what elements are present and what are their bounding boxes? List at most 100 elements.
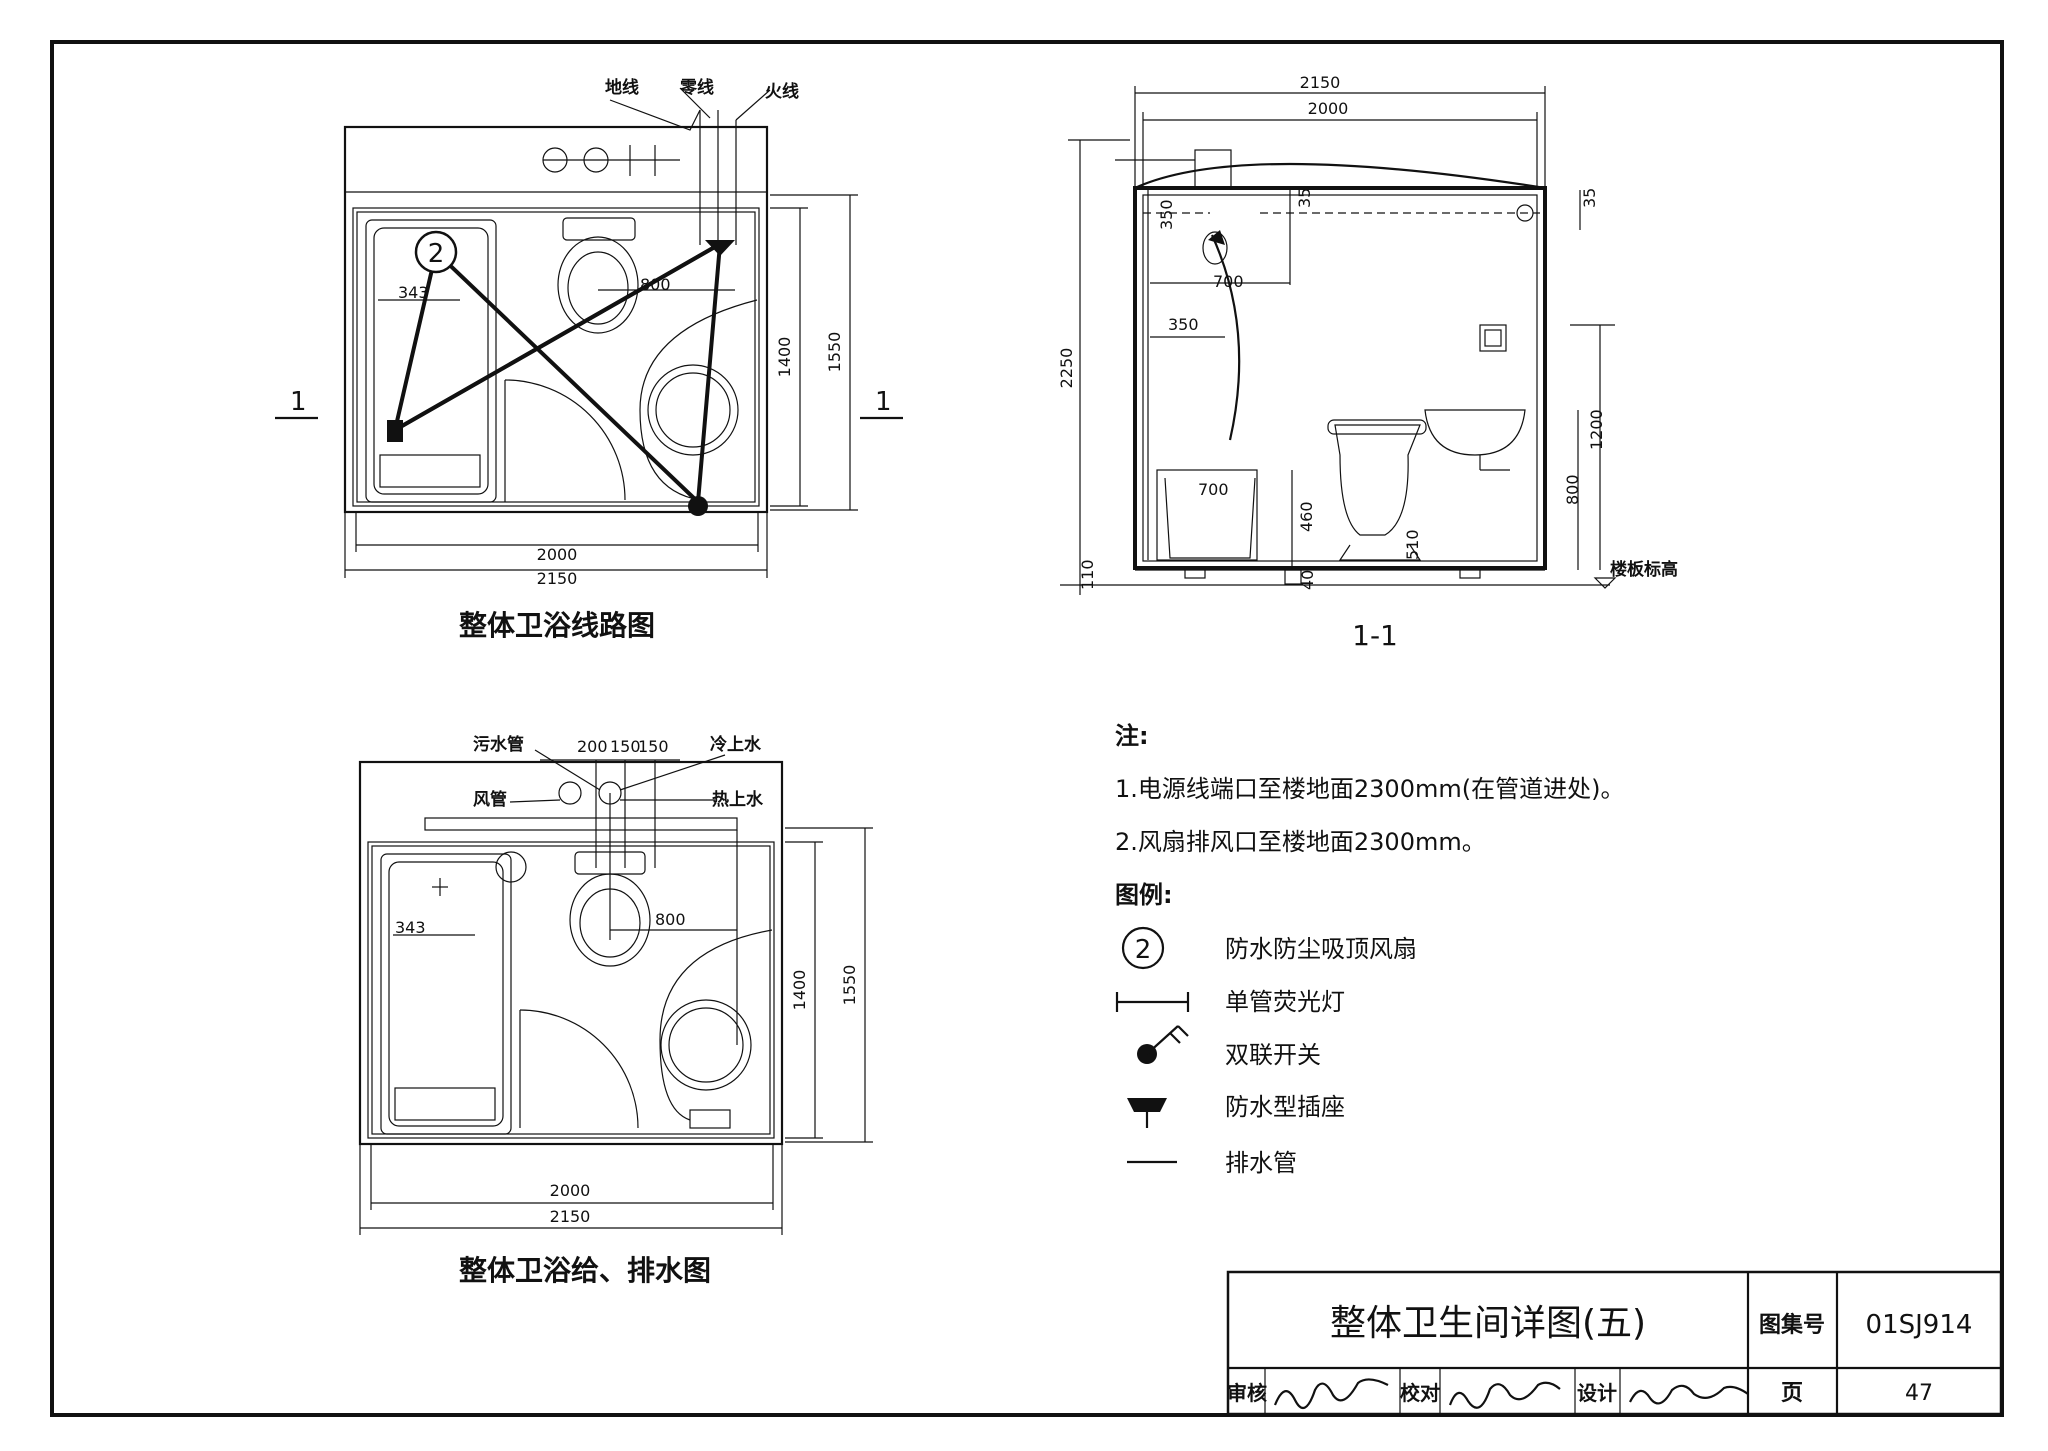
dim-section-width-outer: 2150 [1300,73,1341,92]
notes-title: 注: [1115,722,1149,750]
label-hot-water: 热上水 [712,789,764,810]
dim-40: 40 [1298,570,1317,590]
wiring-plan-outer-wall [343,125,769,514]
dim-basin-offset: 800 [640,275,671,294]
water-plan-basin [660,999,752,1091]
socket-box [1479,324,1507,352]
legend-item-fan: 防水防尘吸顶风扇 [1225,935,1417,963]
dim-460: 460 [1297,501,1316,532]
review-label: 审核 [1227,1381,1267,1405]
label-cold-water: 冷上水 [710,734,762,755]
legend-title: 图例: [1115,881,1173,909]
legend-item-socket: 防水型插座 [1225,1093,1345,1121]
shower-hose [1210,234,1241,441]
water-plan: 污水管 冷上水 风管 热上水 200 150 150 343 800 2000 … [358,734,873,1287]
design-label: 设计 [1577,1381,1617,1405]
dim-height-outer: 1550 [825,332,844,373]
note-item-1: 1.电源线端口至楼地面2300mm(在管道进处)。 [1115,775,1624,803]
pipe-circle-icon [558,781,582,805]
section-bathtub [1156,469,1258,561]
dim-water-tub-offset: 343 [395,918,426,937]
dim-200: 200 [577,737,608,756]
page-number: 47 [1905,1381,1933,1406]
water-plan-outer-wall [358,760,784,1146]
toilet-tank [562,217,636,241]
note-item-2: 2.风扇排风口至楼地面2300mm。 [1115,828,1486,856]
label-vent-pipe: 风管 [473,789,507,810]
water-plan-caption: 整体卫浴给、排水图 [459,1254,711,1287]
legend-block: 图例: 2 防水防尘吸顶风扇 单管荧光灯 双联开关 防水型插座 排水管 [1115,881,1417,1177]
water-plan-toilet-bowl [569,873,651,967]
dim-510: 510 [1403,529,1422,560]
atlas-label: 图集号 [1759,1312,1825,1338]
section-basin [1424,409,1526,456]
label-ground: 地线 [605,77,639,98]
legend-item-lamp: 单管荧光灯 [1225,988,1345,1016]
section-view: 2150 2000 2250 35 35 350 700 350 1200 80… [1057,73,1678,652]
wiring-plan-caption: 整体卫浴线路图 [459,609,655,642]
svg-text:2: 2 [428,239,445,269]
bathtub [365,219,497,503]
section-toilet [1334,424,1421,536]
dim-water-width-outer: 2150 [550,1207,591,1226]
supply-pipe-bar [424,817,738,831]
section-caption: 1-1 [1352,619,1398,652]
check-label: 校对 [1400,1381,1440,1405]
dim-110: 110 [1078,559,1097,590]
svg-text:1: 1 [290,387,307,417]
dim-150-a: 150 [610,737,641,756]
svg-text:1: 1 [875,387,892,417]
designer-signature [1629,1384,1749,1405]
dim-section-height: 2250 [1057,348,1076,389]
switch-symbol [688,496,708,516]
atlas-number: 01SJ914 [1866,1310,1973,1340]
dim-800: 800 [1563,474,1582,505]
fan-symbol [414,230,458,274]
roof-curve [1134,162,1546,190]
water-plan-door-swing [519,1009,639,1129]
dim-section-width-inner: 2000 [1308,99,1349,118]
dim-150-b: 150 [638,737,669,756]
svg-text:2: 2 [1135,935,1152,965]
wiring-plan: 地线 零线 火线 2 343 800 2000 2150 1400 1550 1… [275,77,903,642]
floor-level-label: 楼板标高 [1610,559,1678,580]
water-plan-bathtub [380,853,512,1135]
page-label: 页 [1781,1381,1803,1406]
dim-water-height-inner: 1400 [790,970,809,1011]
socket-symbol [705,240,735,256]
wiring-plan-inner-wall [352,207,760,507]
water-plan-inner-wall [367,841,775,1139]
wash-basin [647,364,739,456]
dim-height-inner: 1400 [775,337,794,378]
label-neutral: 零线 [679,77,714,98]
section-outer-wall [1133,186,1547,570]
waterproof-socket-icon [1127,1098,1167,1112]
label-sewage-pipe: 污水管 [473,734,524,755]
door-swing [504,379,626,501]
sheet-border [50,40,2004,1417]
dim-35-left: 35 [1295,188,1314,208]
toilet-bowl [557,236,639,334]
legend-item-drain: 排水管 [1225,1149,1297,1177]
dim-700-tub: 700 [1198,480,1229,499]
dim-350-top: 350 [1157,199,1176,230]
dim-width-outer: 2150 [537,569,578,588]
checker-signature [1448,1381,1561,1409]
dim-water-width-inner: 2000 [550,1181,591,1200]
drawing-title: 整体卫生间详图(五) [1330,1303,1646,1344]
dim-1200: 1200 [1587,409,1606,450]
dim-water-basin-offset: 800 [655,910,686,929]
lamp-end-symbol [387,420,403,442]
vent-duct [1194,149,1232,189]
title-block: 整体卫生间详图(五) 图集号 01SJ914 审核 校对 设计 页 47 [1226,1270,2003,1416]
legend-item-switch: 双联开关 [1225,1041,1321,1069]
dim-35-right: 35 [1580,188,1599,208]
dim-water-height-outer: 1550 [840,965,859,1006]
fan-symbol-icon [1121,926,1165,970]
dim-tub-offset: 343 [398,283,429,302]
reviewer-signature [1273,1378,1389,1410]
dim-width-inner: 2000 [537,545,578,564]
label-live: 火线 [765,81,799,102]
notes-block: 注: 1.电源线端口至楼地面2300mm(在管道进处)。 2.风扇排风口至楼地面… [1115,722,1624,856]
